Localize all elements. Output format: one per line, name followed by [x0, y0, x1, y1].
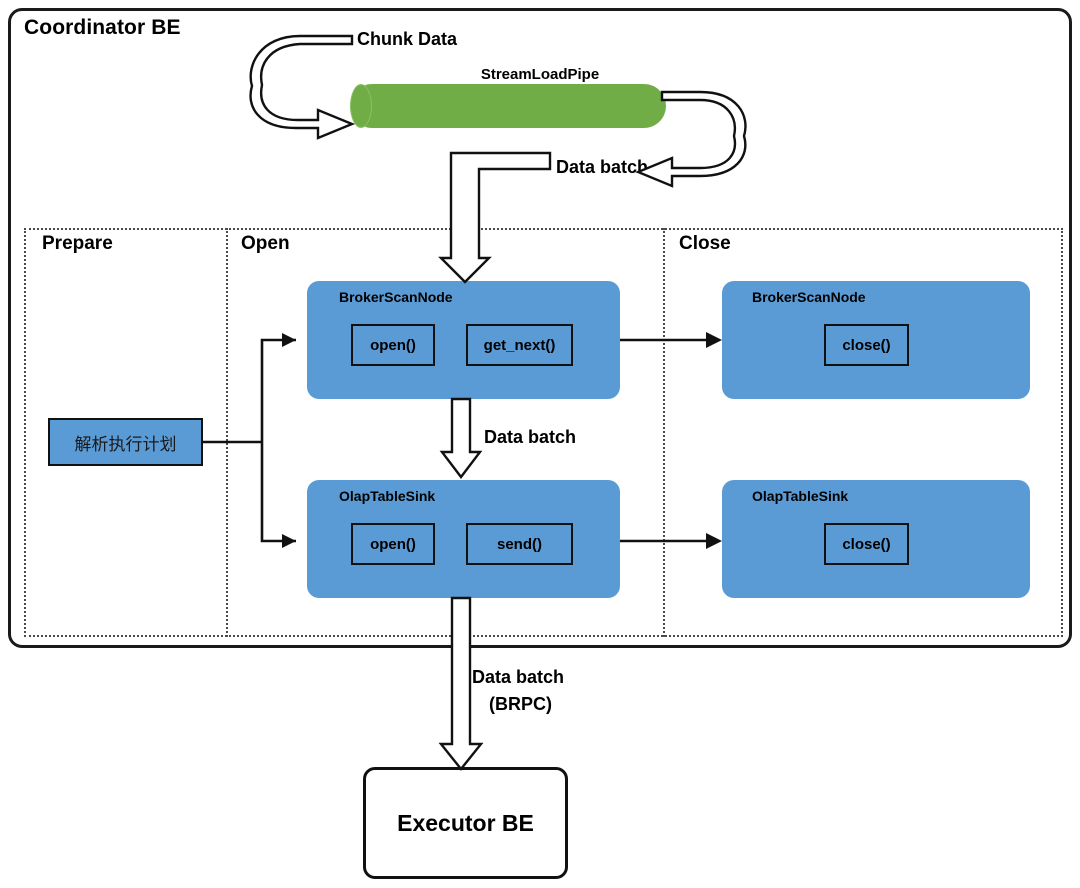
section-label-prepare: Prepare — [42, 233, 113, 254]
close-broker-scan-node-method-close[interactable]: close() — [824, 324, 909, 366]
close-olap-table-sink-method-close[interactable]: close() — [824, 523, 909, 565]
flow-label-data-batch-pipe: Data batch — [556, 157, 649, 177]
open-olap-table-sink-title: OlapTableSink — [339, 488, 436, 504]
section-label-close: Close — [679, 233, 731, 254]
parse-execution-plan-box[interactable]: 解析执行计划 — [48, 418, 203, 466]
executor-be-box[interactable]: Executor BE — [363, 767, 568, 879]
coordinator-be-title: Coordinator BE — [24, 16, 181, 39]
open-olap-table-sink-method-open[interactable]: open() — [351, 523, 435, 565]
flow-label-data-batch-mid: Data batch — [484, 427, 577, 447]
open-olap-table-sink-method-send[interactable]: send() — [466, 523, 573, 565]
open-broker-scan-node-method-get-next[interactable]: get_next() — [466, 324, 573, 366]
phase-divider-prepare-open — [226, 228, 228, 637]
close-broker-scan-node-title: BrokerScanNode — [752, 289, 866, 305]
open-broker-scan-node-title: BrokerScanNode — [339, 289, 453, 305]
coordinator-be-container — [8, 8, 1072, 648]
stream-load-pipe-label: StreamLoadPipe — [480, 66, 600, 83]
flow-label-data-batch-brpc: Data batch — [472, 667, 565, 687]
flow-label-data-batch-brpc-protocol: (BRPC) — [489, 694, 552, 714]
flow-label-chunk-data: Chunk Data — [357, 29, 458, 49]
stream-load-pipe-cap-icon — [350, 84, 372, 128]
stream-load-pipe-shape — [350, 84, 666, 128]
section-label-open: Open — [241, 233, 290, 254]
phase-divider-open-close — [663, 228, 665, 637]
open-broker-scan-node-method-open[interactable]: open() — [351, 324, 435, 366]
close-olap-table-sink-title: OlapTableSink — [752, 488, 849, 504]
